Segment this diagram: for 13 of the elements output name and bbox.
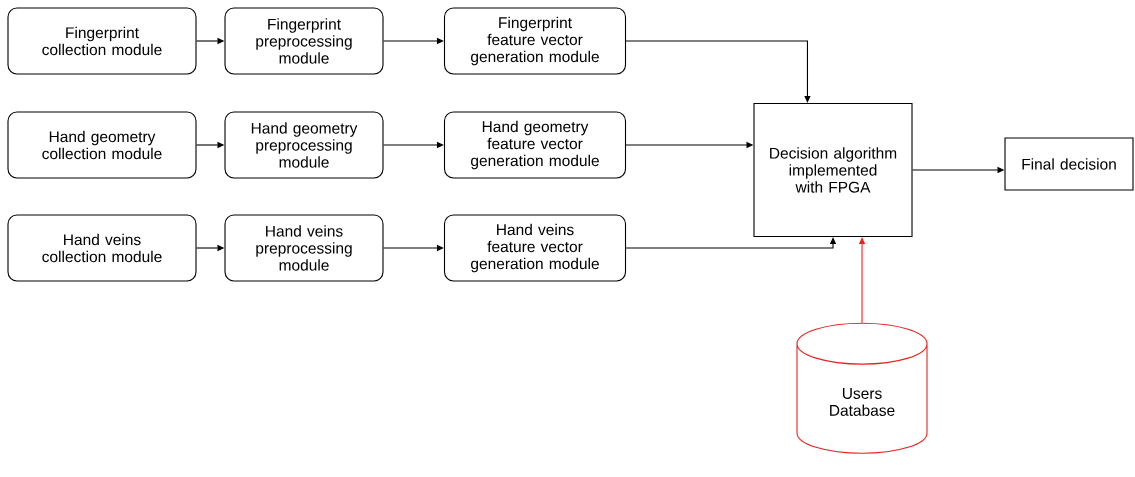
module-box: Fingerprint collection module (7, 7, 197, 75)
process-box: Decision algorithm implemented with FPGA (753, 102, 913, 238)
module-box: Hand geometry feature vector generation module (443, 111, 627, 179)
module-box: Hand geometry preprocessing module (224, 111, 384, 179)
process-box: Final decision (1004, 137, 1134, 191)
module-box: Hand veins feature vector generation module (443, 214, 627, 282)
module-box: Hand veins preprocessing module (224, 214, 384, 282)
arrow (625, 40, 811, 103)
module-box: Fingerprint feature vector generation module (443, 7, 627, 75)
module-box: Hand veins collection module (7, 214, 197, 282)
module-box: Hand geometry collection module (7, 111, 197, 179)
database-cylinder: Users Database (796, 322, 928, 454)
module-box: Fingerprint preprocessing module (224, 7, 384, 75)
